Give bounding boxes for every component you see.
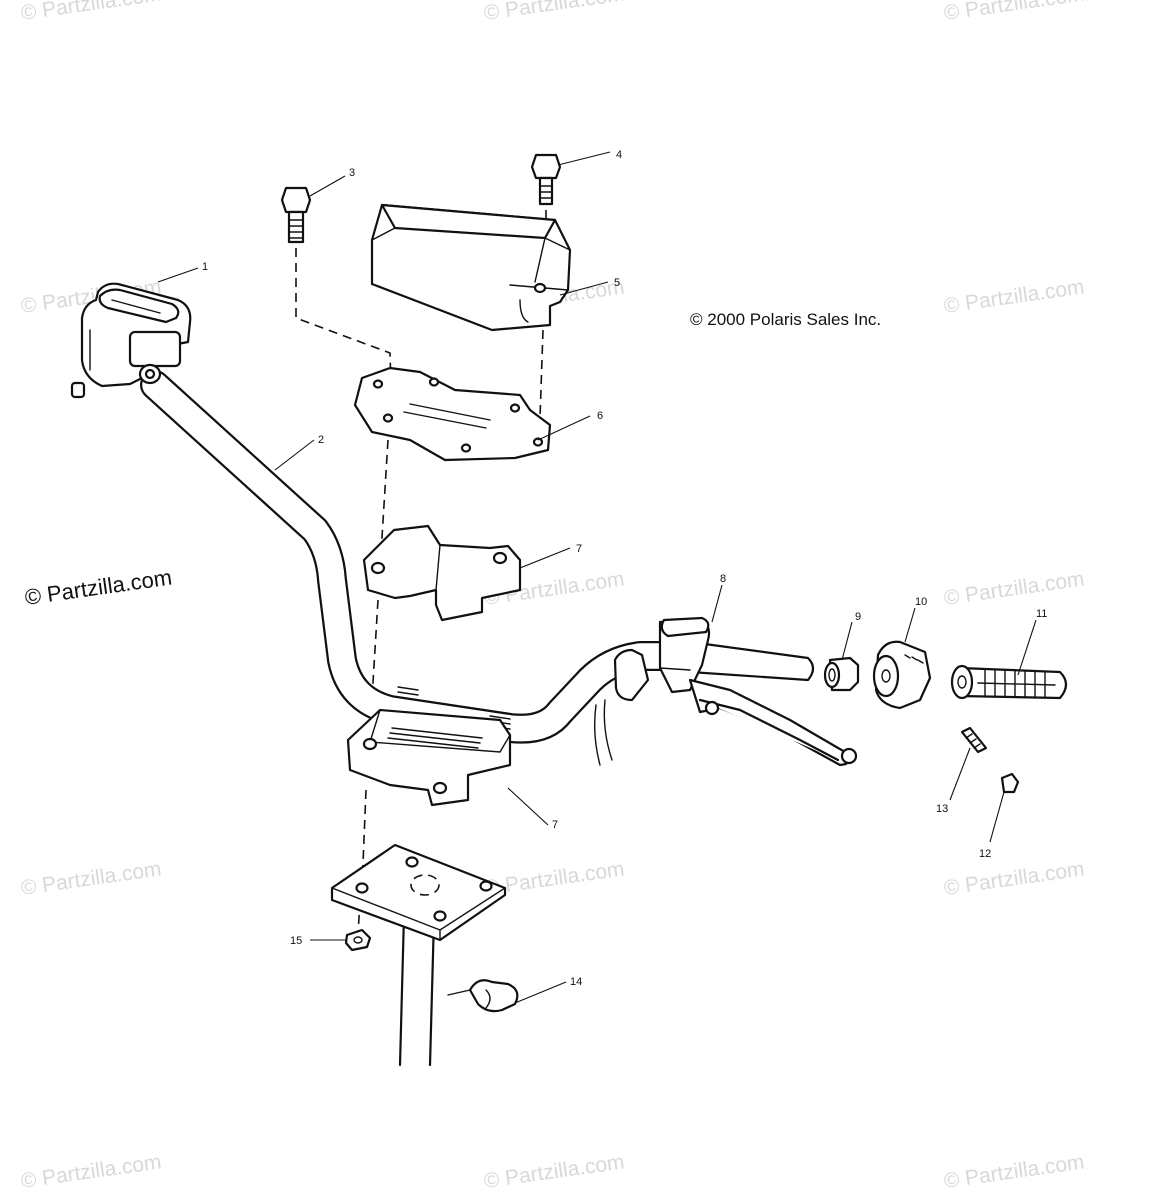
lower-clamp	[346, 708, 512, 807]
callout-2: 2	[318, 434, 324, 446]
callout-9: 9	[855, 611, 861, 623]
callout-6: 6	[597, 410, 603, 422]
callout-13: 13	[936, 803, 948, 815]
watermark: © Partzilla.com	[19, 0, 162, 25]
callout-8: 8	[720, 573, 726, 585]
column-plate	[330, 843, 507, 942]
callout-12: 12	[979, 848, 991, 860]
callouts: 1 2 3 4 5 6 7 7 8 9 10 11 12 13 14 15	[202, 149, 1047, 988]
throttle-housing-10	[872, 640, 932, 710]
callout-11: 11	[1036, 608, 1047, 620]
bolt-4	[530, 153, 562, 206]
callout-3: 3	[349, 167, 355, 179]
watermark: © Partzilla.com	[942, 857, 1085, 899]
nut-15	[344, 928, 372, 952]
cap-12	[1000, 772, 1020, 794]
watermark: © Partzilla.com	[942, 0, 1085, 25]
callout-14: 14	[570, 976, 582, 988]
master-cylinder-lever	[593, 616, 858, 767]
callout-10: 10	[915, 596, 927, 608]
left-control-housing	[70, 282, 192, 399]
spacer-9	[823, 656, 860, 692]
callout-1: 1	[202, 261, 208, 273]
leader-lines	[157, 151, 1037, 1004]
watermark: © Partzilla.com	[482, 1150, 625, 1192]
watermark: © Partzilla.com	[482, 0, 625, 25]
watermark: © Partzilla.com	[19, 1150, 162, 1192]
handlebar-cover	[370, 203, 572, 332]
copyright-text: © 2000 Polaris Sales Inc.	[690, 310, 881, 329]
bolt-3	[280, 186, 312, 244]
watermark-dark: © Partzilla.com	[23, 565, 173, 610]
cable-clamp-14	[447, 979, 519, 1013]
grip-11	[950, 664, 1068, 700]
watermark: © Partzilla.com	[942, 275, 1085, 317]
callout-15: 15	[290, 935, 302, 947]
mounting-plate	[353, 366, 552, 462]
upper-clamp	[362, 524, 522, 622]
watermark: © Partzilla.com	[942, 567, 1085, 609]
watermark: © Partzilla.com	[19, 857, 162, 899]
watermark: © Partzilla.com	[942, 1150, 1085, 1192]
screw-13	[960, 726, 988, 754]
callout-7-lower: 7	[552, 819, 558, 831]
callout-7-upper: 7	[576, 543, 582, 555]
callout-5: 5	[614, 277, 620, 289]
steering-column	[398, 913, 436, 1067]
callout-4: 4	[616, 149, 622, 161]
